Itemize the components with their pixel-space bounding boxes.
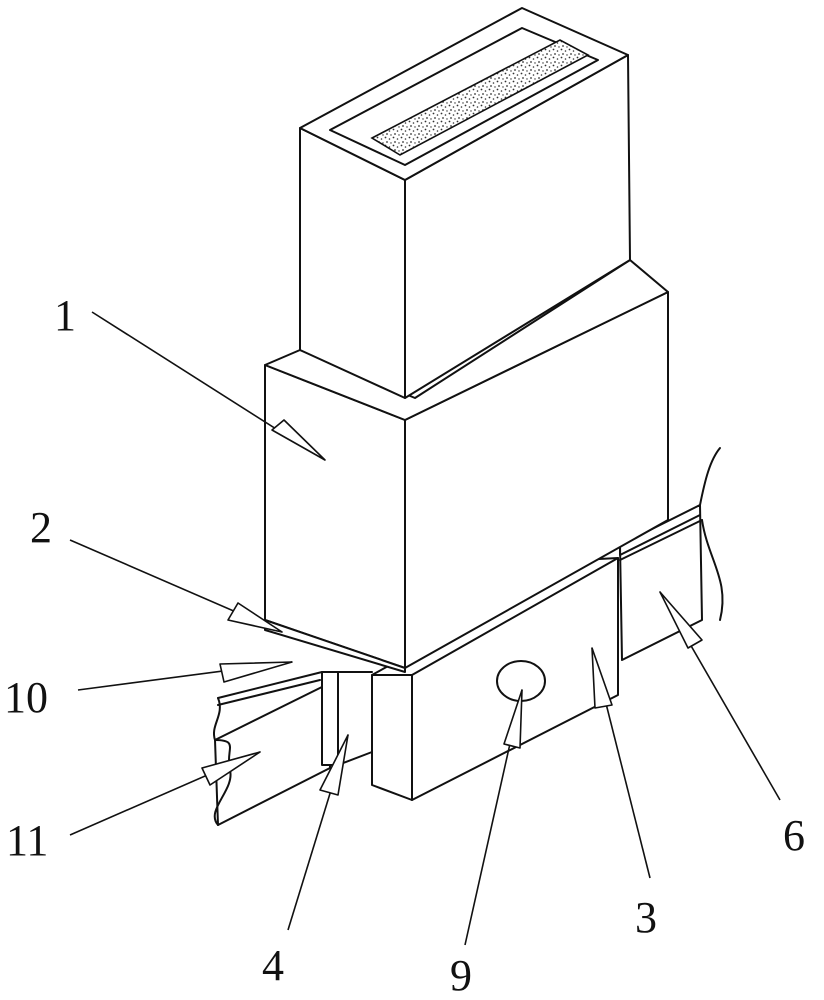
label-4: 4 [262,941,284,990]
connector-piece [321,671,373,766]
upper-box [299,7,631,399]
sponge-strip [370,39,590,156]
label-3: 3 [635,893,657,942]
base-block [371,557,619,801]
label-2: 2 [30,503,52,552]
label-10: 10 [4,673,48,722]
rail-left [212,671,331,826]
label-6: 6 [783,811,805,860]
label-1: 1 [54,291,76,340]
label-11: 11 [6,816,48,865]
leaders [69,311,781,946]
label-9: 9 [450,951,472,1000]
